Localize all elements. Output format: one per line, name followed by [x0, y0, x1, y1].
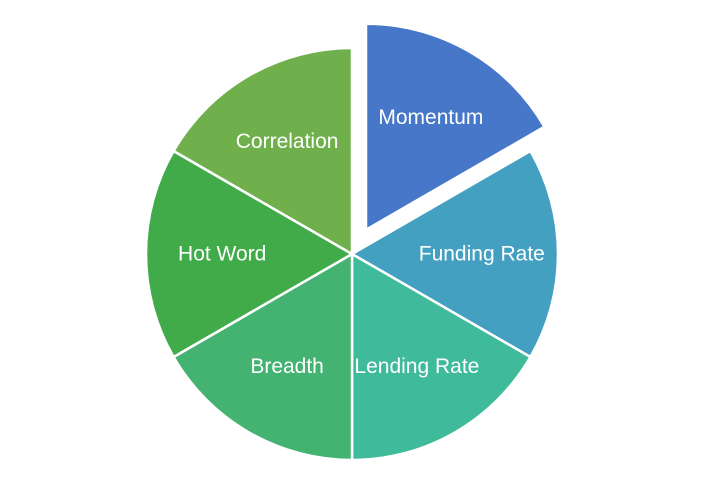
pie-slice-hot-word[interactable] [144, 149, 354, 359]
pie-slice-lending-rate[interactable] [350, 252, 532, 462]
pie-slice-funding-rate[interactable] [350, 149, 560, 359]
pie-slice-breadth[interactable] [172, 252, 354, 462]
pie-slice-correlation[interactable] [172, 46, 354, 256]
pie-slice-momentum[interactable] [364, 22, 546, 231]
